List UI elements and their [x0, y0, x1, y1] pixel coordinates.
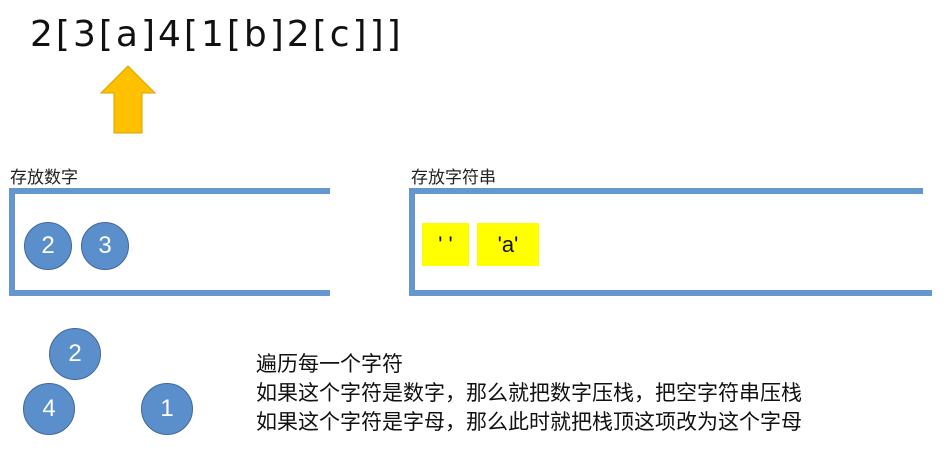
notes: 遍历每一个字符 如果这个字符是数字，那么就把数字压栈，把空字符串压栈 如果这个字… — [256, 350, 802, 437]
number-stack-item: 2 — [24, 222, 72, 270]
pending-number: 4 — [23, 383, 75, 435]
up-arrow-icon — [100, 65, 157, 134]
pending-number: 2 — [49, 328, 101, 380]
pending-number: 1 — [141, 383, 193, 435]
string-stack-item: 'a' — [477, 223, 539, 266]
number-stack-label: 存放数字 — [10, 168, 78, 188]
expression-text: 2[3[a]4[1[b]2[c]]] — [30, 14, 404, 55]
string-stack-item: ' ' — [422, 223, 469, 266]
note-line: 如果这个字符是数字，那么就把数字压栈，把空字符串压栈 — [256, 381, 802, 405]
note-line: 遍历每一个字符 — [256, 352, 403, 376]
string-stack-label: 存放字符串 — [411, 168, 496, 188]
number-stack-item: 3 — [81, 222, 129, 270]
note-line: 如果这个字符是字母，那么此时就把栈顶这项改为这个字母 — [256, 410, 802, 434]
